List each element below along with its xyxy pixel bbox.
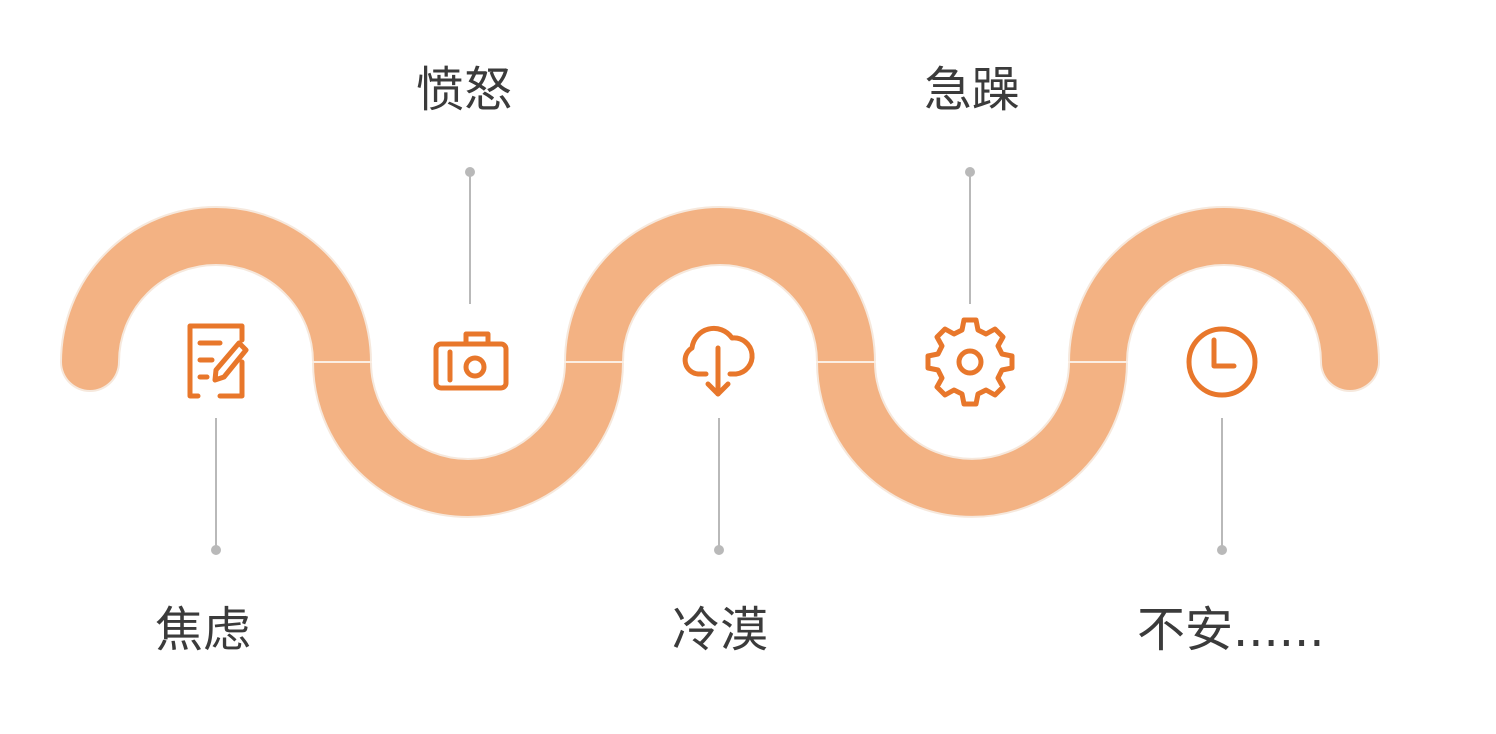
connector-dot-2: [465, 167, 475, 177]
stage-label-5: 不安......: [1137, 602, 1325, 658]
cloud-download-icon: [682, 326, 755, 397]
gear-icon: [925, 317, 1015, 407]
edit-icon: [187, 323, 249, 399]
stage-label-3: 冷漠: [672, 602, 769, 658]
wave-band-fill: [62, 208, 1378, 516]
connector-dot-1: [211, 545, 221, 555]
connector-dot-3: [714, 545, 724, 555]
stage-label-1: 焦虑: [155, 602, 252, 658]
stage-label-4: 急躁: [924, 62, 1021, 118]
connector-dot-5: [1217, 545, 1227, 555]
stage-label-2: 愤怒: [416, 62, 513, 118]
connector-dot-4: [965, 167, 975, 177]
camera-icon: [433, 331, 509, 391]
clock-icon: [1186, 326, 1258, 398]
